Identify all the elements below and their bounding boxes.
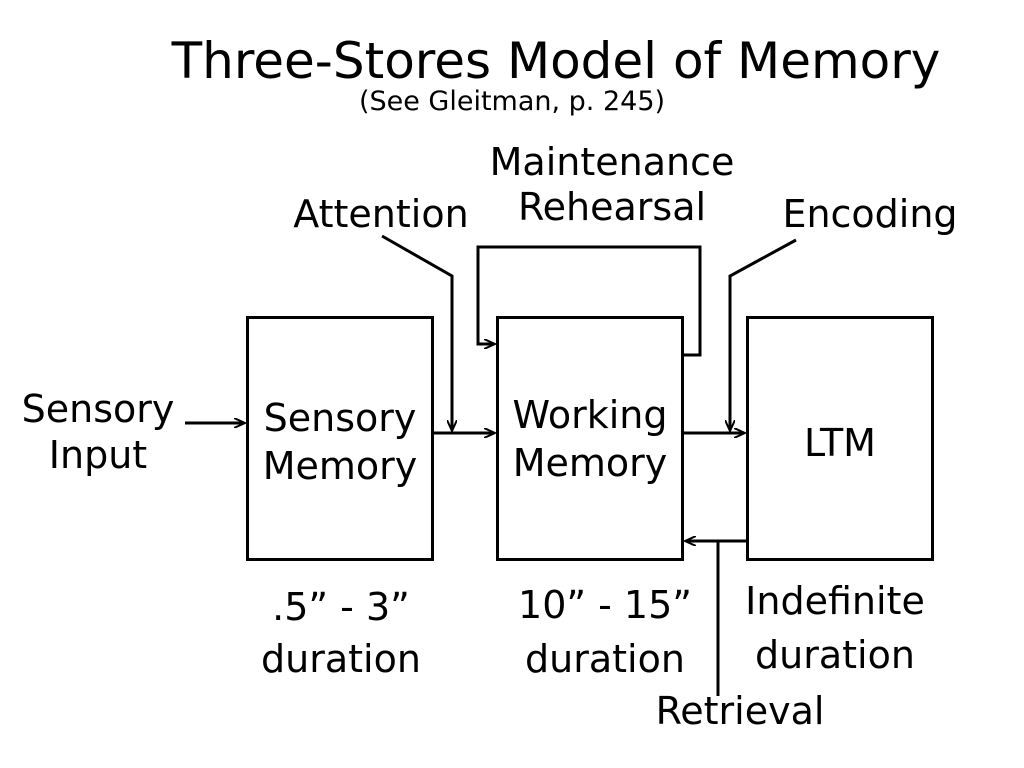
working-memory-label-line2: Memory bbox=[512, 441, 668, 485]
ltm-label: LTM bbox=[804, 421, 876, 465]
sensory-memory-label-line2: Memory bbox=[262, 444, 418, 488]
sensory-memory-label-line1: Sensory bbox=[263, 396, 417, 440]
sensory-memory-box: Sensory Memory bbox=[246, 316, 434, 561]
ltm-duration-line2: duration bbox=[755, 633, 915, 677]
ltm-duration-line1: Indefinite bbox=[745, 579, 925, 623]
attention-arrow bbox=[381, 234, 452, 430]
sensory-input-label-line2: Input bbox=[48, 433, 148, 477]
rehearsal-label: Rehearsal bbox=[517, 185, 707, 229]
diagram-title: Three-Stores Model of Memory bbox=[171, 32, 941, 90]
ltm-box: LTM bbox=[746, 316, 934, 561]
working-duration-line2: duration bbox=[525, 637, 685, 681]
sensory-duration-line2: duration bbox=[261, 637, 421, 681]
working-memory-label-line1: Working bbox=[512, 393, 668, 437]
working-memory-box: Working Memory bbox=[496, 316, 684, 561]
sensory-input-label-line1: Sensory bbox=[21, 387, 175, 431]
retrieval-label: Retrieval bbox=[655, 689, 825, 733]
attention-label: Attention bbox=[293, 192, 469, 236]
working-duration-line1: 10” - 15” bbox=[518, 583, 692, 627]
encoding-label: Encoding bbox=[782, 192, 958, 236]
sensory-duration-line1: .5” - 3” bbox=[272, 585, 410, 629]
rehearsal-loop-arrow bbox=[476, 245, 702, 357]
maintenance-label: Maintenance bbox=[489, 140, 735, 184]
encoding-arrow bbox=[730, 238, 797, 430]
diagram-subtitle: (See Gleitman, p. 245) bbox=[358, 86, 666, 117]
